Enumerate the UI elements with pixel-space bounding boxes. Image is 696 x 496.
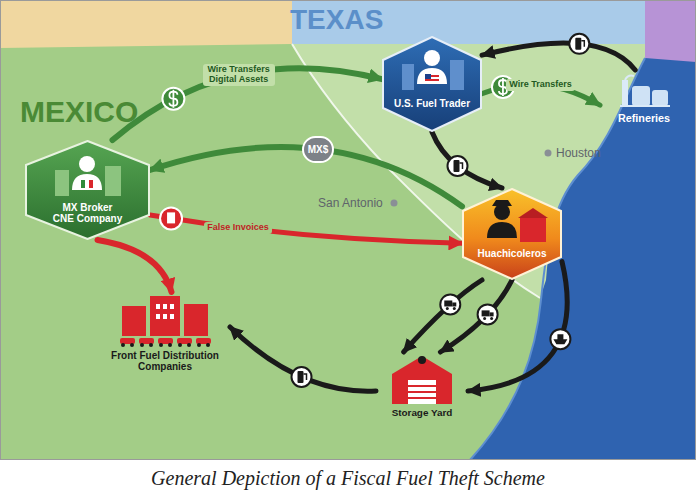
pump-hose [460, 163, 463, 169]
flow-arrow [432, 132, 502, 188]
city-dot [545, 150, 552, 157]
node-label: Refineries [601, 112, 687, 124]
transport-badge [448, 156, 468, 176]
pump-glyph [575, 38, 581, 50]
money-badge [162, 88, 184, 110]
flow-arrow [230, 327, 376, 391]
truck-glyph [482, 310, 490, 316]
figure-caption: General Depiction of a Fiscal Fuel Theft… [0, 462, 696, 496]
flow-icon [292, 367, 312, 387]
flow-arrow [150, 215, 462, 243]
truck-glyph [444, 300, 452, 306]
node-label: Huachicoleros [467, 248, 557, 259]
node-shape [376, 352, 468, 430]
flow-icon [162, 88, 184, 110]
louisiana-region [645, 0, 696, 62]
wheel [483, 317, 486, 320]
edge-label: False Invoices [204, 222, 272, 234]
pump-hose [304, 374, 307, 380]
gulf-water [0, 0, 696, 460]
dollar-glyph [169, 90, 177, 108]
truck-cab [490, 312, 494, 316]
node-shape [600, 70, 688, 134]
pump-glyph [298, 371, 304, 383]
city-dot [391, 200, 398, 207]
new-mexico-region [0, 0, 292, 48]
node-label: Front Fuel Distribution Companies [110, 350, 220, 372]
city-label: Houston [556, 146, 601, 160]
pump-hose [581, 41, 584, 47]
invoice-badge [160, 207, 182, 229]
storage-node: Storage Yard [376, 352, 468, 430]
node-label: MX Broker CNE Company [52, 202, 124, 224]
transport-badge [292, 367, 312, 387]
edge-label: MX$ [302, 136, 334, 163]
transport-badge [440, 294, 460, 314]
region-label: MEXICO [20, 95, 138, 129]
transport-badge [569, 34, 589, 54]
invoice-glyph [167, 212, 175, 223]
wheel [453, 307, 456, 310]
region-label: TEXAS [290, 4, 383, 36]
transport-badge [478, 304, 498, 324]
flow-icon [440, 294, 460, 314]
node-shape [100, 292, 230, 392]
refinery-node: Refineries [600, 70, 688, 134]
city-label: San Antonio [318, 196, 383, 210]
map-frame [1, 1, 696, 460]
wheel [446, 307, 449, 310]
pump-glyph [454, 160, 460, 172]
transport-badge [550, 329, 570, 349]
wheel [490, 317, 493, 320]
edge-label: Wire Transfers Digital Assets [203, 64, 275, 86]
ship-glyph [553, 334, 567, 344]
flow-icon [448, 156, 468, 176]
mexico-land [0, 0, 645, 460]
node-shape [382, 36, 482, 132]
flow-icon [550, 329, 570, 349]
front-company-node: Front Fuel Distribution Companies [100, 292, 230, 392]
flow-arrow [98, 240, 172, 292]
edge-label: Wire Transfers [506, 79, 574, 91]
flow-arrow [404, 280, 482, 352]
flow-icon [478, 304, 498, 324]
node-shape [462, 188, 562, 280]
node-label: Storage Yard [377, 407, 467, 418]
flow-arrow [482, 43, 635, 70]
actor-hexagon: U.S. Fuel Trader [382, 36, 482, 132]
node-shape [25, 140, 150, 240]
truck-cab [452, 302, 456, 306]
actor-hexagon: MX Broker CNE Company [25, 140, 150, 240]
flow-arrow [468, 262, 567, 391]
flow-icon [569, 34, 589, 54]
flow-arrow [440, 280, 512, 352]
node-label: U.S. Fuel Trader [390, 98, 474, 109]
flow-icon [160, 207, 182, 229]
actor-hexagon: Huachicoleros [462, 188, 562, 280]
